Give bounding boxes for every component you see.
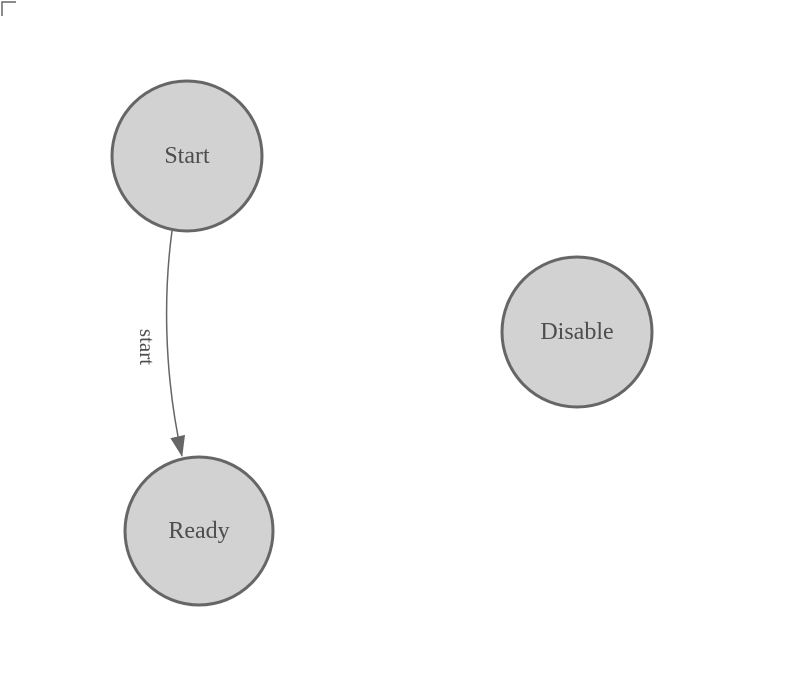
state-node-disable[interactable]: Disable	[500, 255, 654, 409]
transition-edge[interactable]	[165, 230, 186, 457]
edge-start-to-ready[interactable]: start	[135, 230, 186, 457]
state-node-ready[interactable]: Ready	[123, 455, 275, 607]
canvas-origin-corner-icon	[1, 1, 16, 16]
state-circle-disable[interactable]	[500, 255, 654, 409]
state-circle-start[interactable]	[110, 79, 264, 233]
state-circle-ready[interactable]	[123, 455, 275, 607]
state-node-start[interactable]: Start	[110, 79, 264, 233]
edge-label[interactable]: start	[135, 329, 159, 365]
